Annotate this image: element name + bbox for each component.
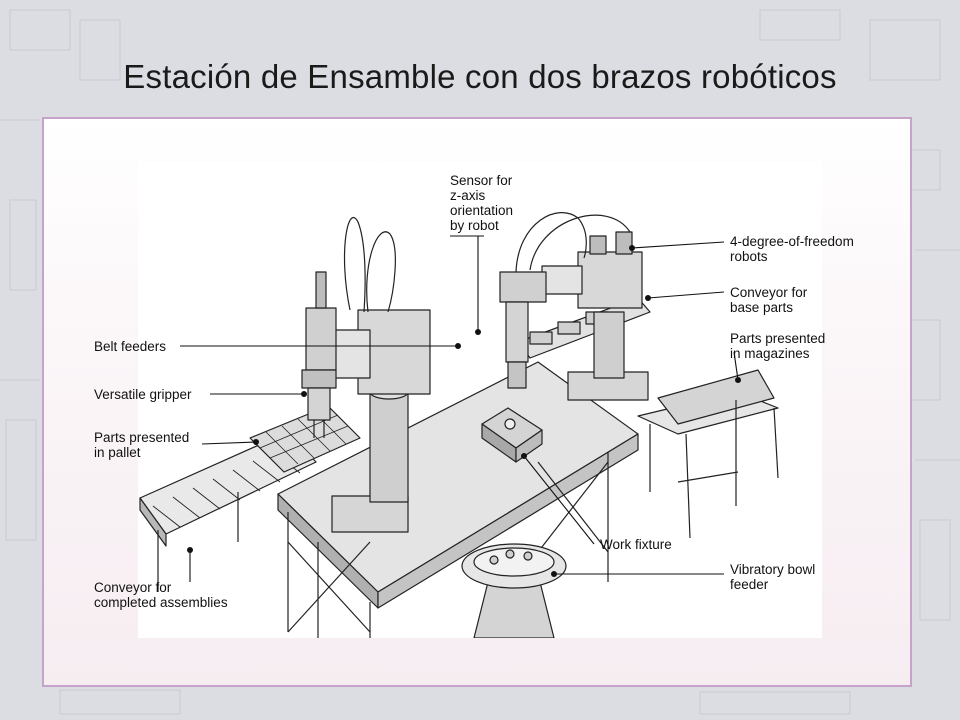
callout-robots: 4-degree-of-freedom robots [730,234,854,264]
callout-pallet: Parts presented in pallet [94,430,190,460]
slide-title: Estación de Ensamble con dos brazos robó… [123,58,837,95]
callout-conveyor-completed: Conveyor for completed assemblies [94,580,228,610]
callout-bowl-feeder: Vibratory bowl feeder [730,562,816,592]
assembly-station-illustration [138,162,822,638]
left-robot [301,216,431,533]
callout-magazines: Parts presented in magazines [730,331,826,361]
leader-lines [180,235,739,582]
callout-belt-feeders: Belt feeders [94,339,167,354]
vibratory-bowl-feeder [461,543,567,638]
work-fixture [481,407,543,463]
magazine-stand [637,369,779,539]
callout-sensor: Sensor for z-axis orientation by robot [450,173,514,233]
leader-dots [187,245,741,577]
callout-gripper: Versatile gripper [94,387,192,402]
callout-work-fixture: Work fixture [600,537,672,552]
right-robot [499,212,649,401]
callout-conveyor-base: Conveyor for base parts [730,285,808,315]
main-table [277,361,639,638]
